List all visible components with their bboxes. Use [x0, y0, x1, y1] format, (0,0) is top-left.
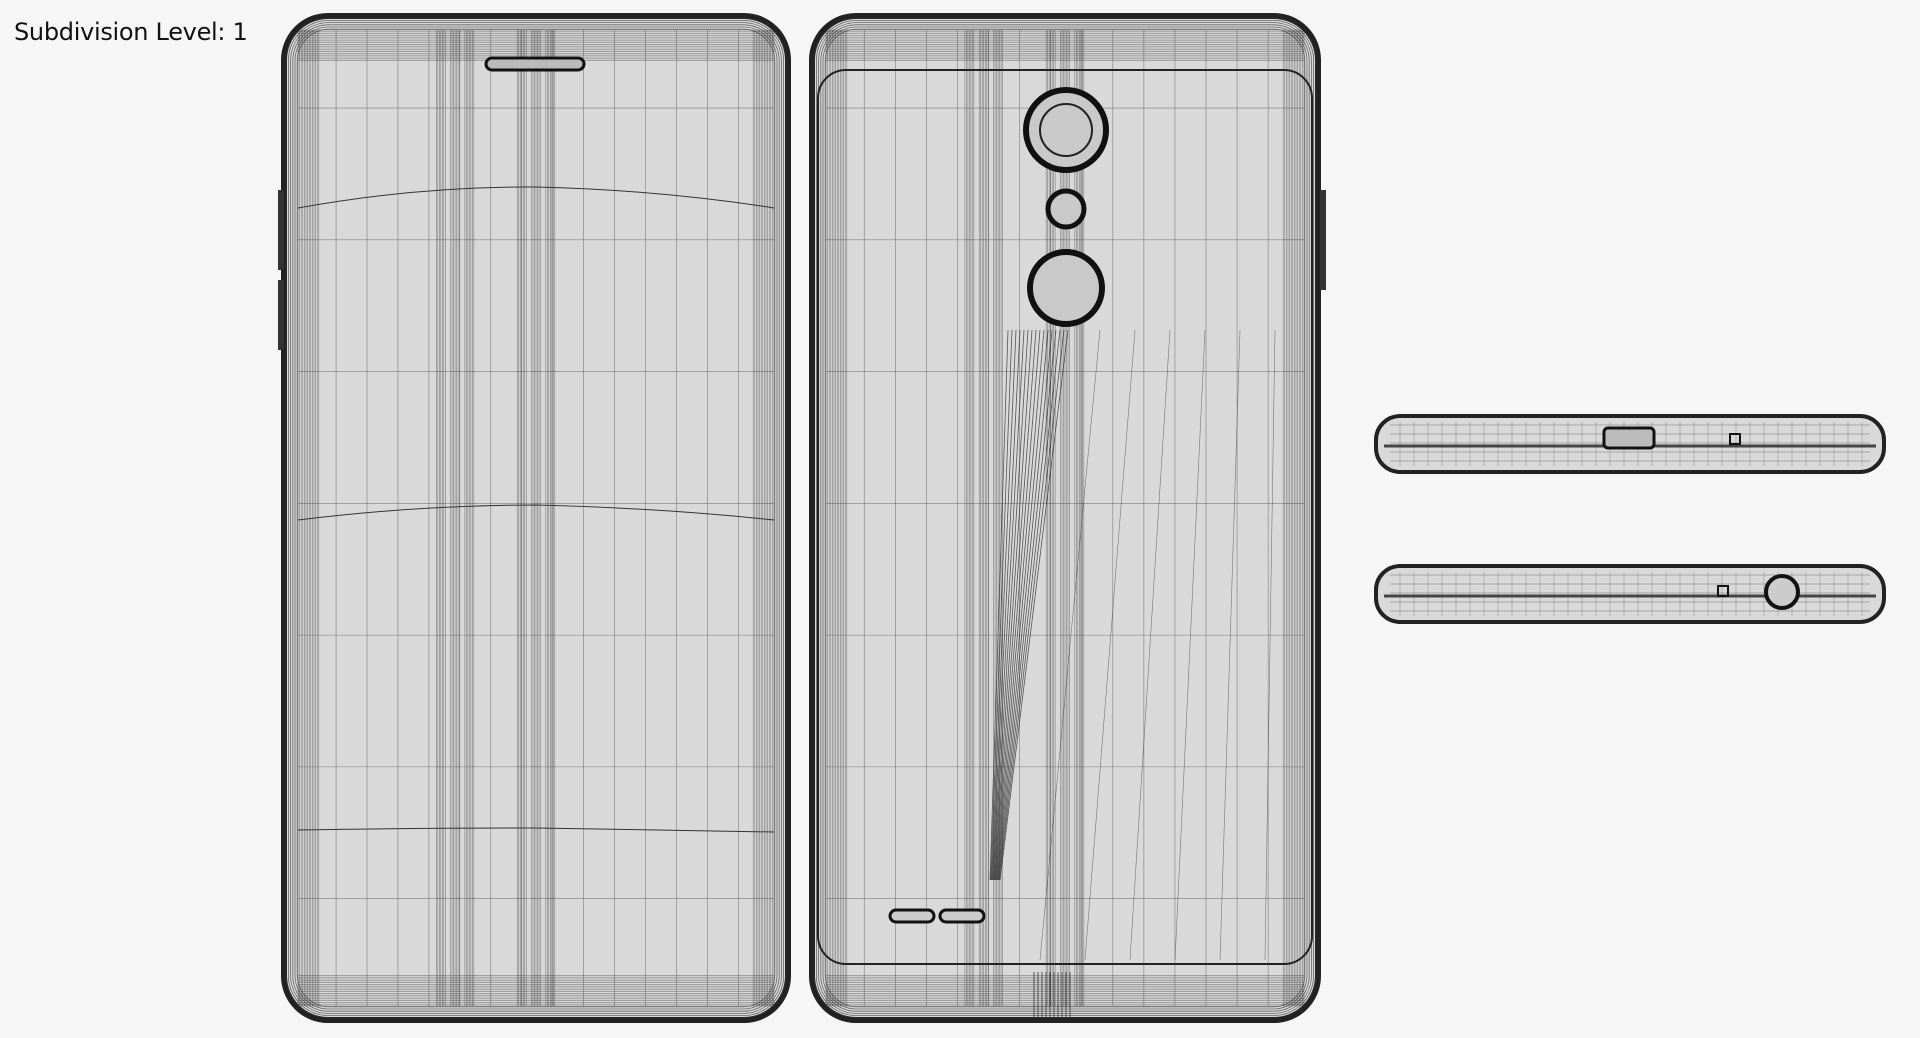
mesh-edge: [297, 827, 775, 833]
side-button: [278, 190, 284, 270]
fingerprint-sensor-icon: [1027, 249, 1105, 327]
mesh-edge: [1219, 329, 1241, 961]
mesh-edge: [996, 329, 1053, 881]
bevel-loop: [292, 24, 780, 1012]
mesh-edge: [990, 329, 1017, 881]
usb-port-icon: [1602, 426, 1656, 450]
bevel-loop: [813, 17, 1317, 1019]
mesh-edge: [992, 329, 1029, 881]
back-panel-edge: [817, 69, 1313, 965]
phone-front-view: [278, 13, 791, 1023]
bevel-loop: [816, 19, 1315, 1017]
mesh-edge: [996, 329, 1049, 881]
bevel-loop: [294, 26, 778, 1010]
headphone-jack-icon: [1764, 574, 1800, 610]
phone-edge-outline: [1374, 564, 1886, 624]
mesh-edge: [991, 329, 1021, 881]
mesh-edge: [998, 329, 1065, 881]
subdivision-level-label: Subdivision Level: 1: [14, 18, 248, 46]
mesh-edge: [1129, 329, 1171, 961]
bevel-loop: [287, 19, 785, 1017]
microphone-icon: [1729, 433, 1741, 445]
phone-bottom-edge-view: [1374, 564, 1886, 624]
bevel-loop: [824, 28, 1306, 1008]
mesh-edge: [1084, 329, 1136, 961]
bevel-loop: [820, 24, 1310, 1012]
phone-back-view: [809, 13, 1326, 1023]
bevel-loop: [822, 26, 1308, 1010]
mesh-edge: [1039, 329, 1101, 961]
microphone-icon: [1717, 585, 1729, 597]
mesh-edge: [994, 329, 1037, 881]
side-button: [1320, 190, 1326, 290]
mesh-edge: [995, 329, 1045, 881]
mesh-edge: [990, 329, 1013, 881]
mesh-edge: [999, 329, 1069, 881]
speaker-grille: [888, 908, 936, 924]
mesh-edge: [297, 186, 775, 209]
mesh-edge: [994, 329, 1041, 881]
phone-top-edge-view: [1374, 414, 1886, 474]
mesh-edge: [993, 329, 1033, 881]
mesh-edge: [989, 329, 1009, 881]
camera-lens-inner: [1039, 103, 1093, 157]
mesh-edge: [1264, 329, 1276, 961]
mesh-edge: [998, 329, 1061, 881]
mesh-edge: [997, 329, 1057, 881]
side-button: [278, 280, 284, 350]
earpiece-slot: [484, 56, 586, 72]
mesh-edge: [297, 504, 775, 521]
mesh-edge: [992, 329, 1025, 881]
speaker-grille: [938, 908, 986, 924]
camera-lens-icon: [1023, 87, 1109, 173]
bevel-loop: [290, 22, 782, 1014]
bevel-loop: [285, 17, 787, 1019]
flash-icon: [1045, 188, 1087, 230]
mesh-edge: [1174, 329, 1206, 961]
bevel-loop: [296, 28, 776, 1008]
